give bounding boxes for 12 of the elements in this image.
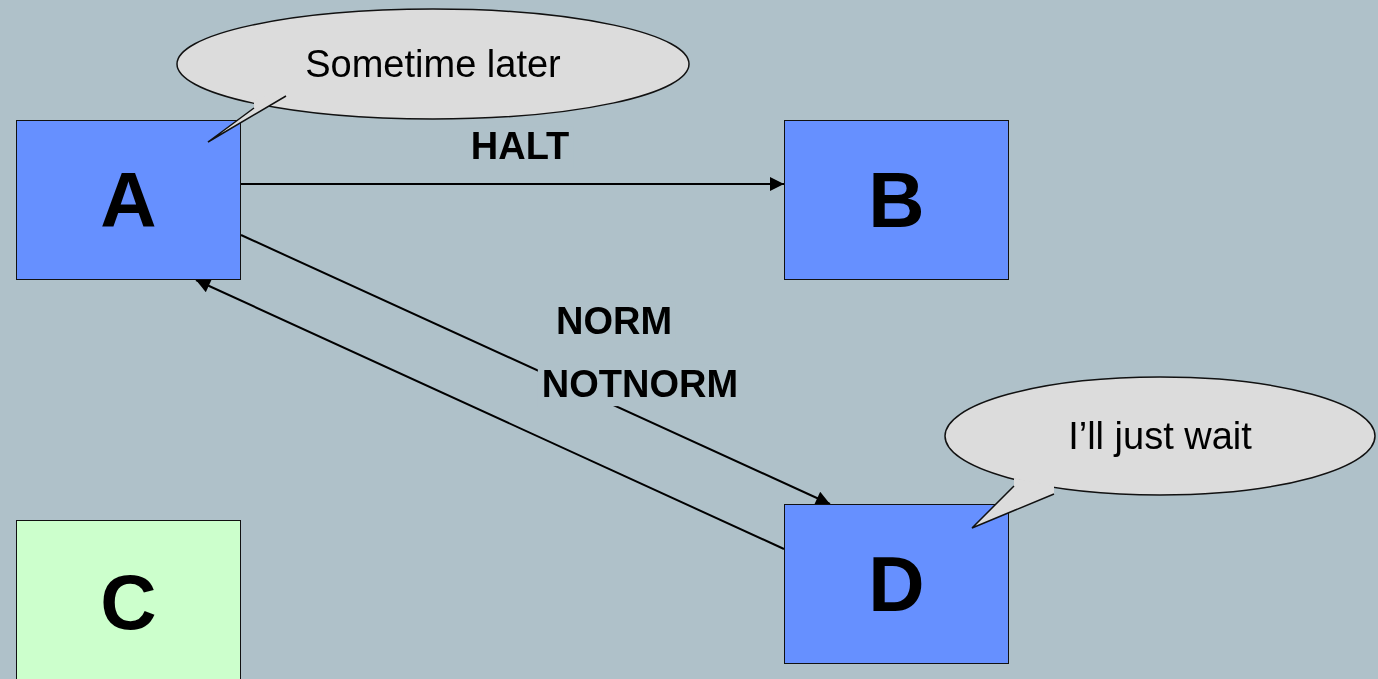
- state-label: C: [100, 557, 157, 648]
- state-box: [16, 120, 241, 280]
- state-label: A: [100, 154, 157, 246]
- state-box: [16, 520, 241, 679]
- state-box: [784, 120, 1009, 280]
- bubble-text: I’ll just wait: [1068, 414, 1252, 458]
- arrow: [240, 177, 785, 191]
- arrow: [195, 279, 785, 550]
- bubble-text: Sometime later: [305, 42, 561, 86]
- state-box: [784, 504, 1009, 664]
- state-label: B: [868, 154, 925, 246]
- state-label: D: [868, 538, 925, 630]
